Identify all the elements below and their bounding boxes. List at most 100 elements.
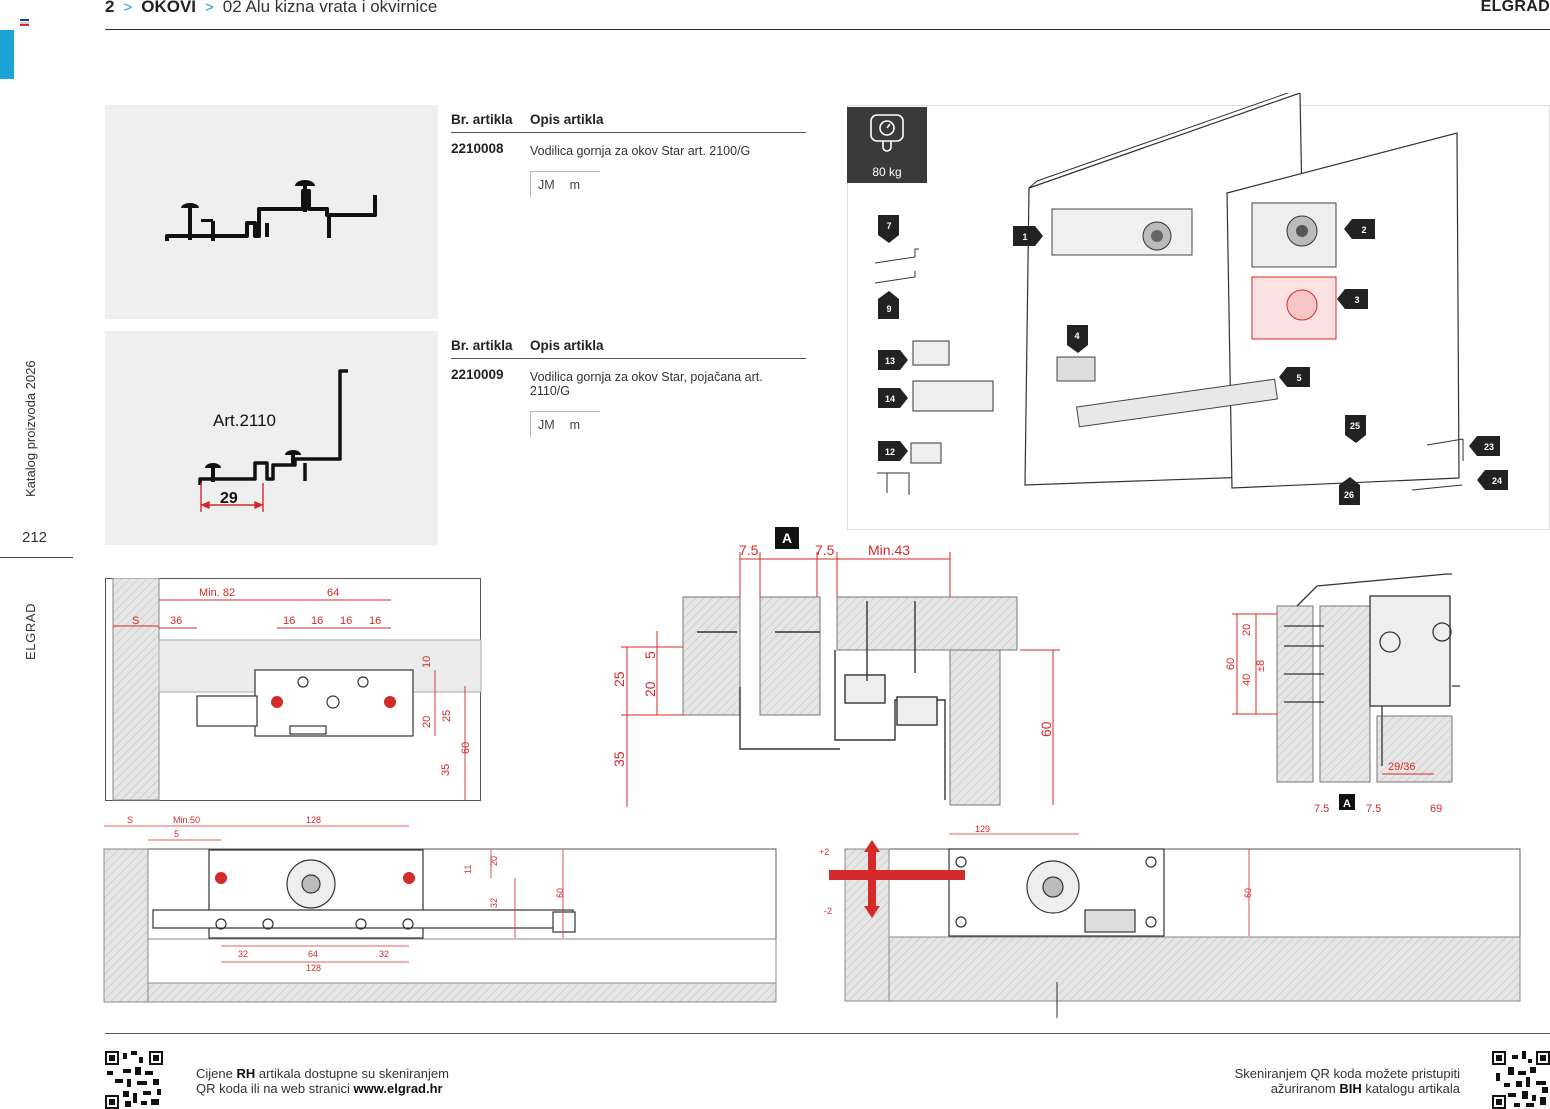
table-header: Br. artikla Opis artikla <box>451 338 806 359</box>
unit-box: JM m <box>530 171 600 198</box>
svg-text:7: 7 <box>886 221 891 231</box>
dim-60: 60 <box>1038 721 1054 737</box>
dim-129: 129 <box>975 824 990 834</box>
svg-text:9: 9 <box>886 304 891 314</box>
dim-10: 10 <box>421 656 433 668</box>
footer-divider <box>105 1033 1550 1034</box>
unit-value: m <box>569 418 581 432</box>
product-table-2210009: Br. artikla Opis artikla 2210009 Vodilic… <box>451 338 806 438</box>
website-link[interactable]: www.elgrad.hr <box>353 1081 443 1096</box>
adjust-down-value: -2 <box>824 906 832 916</box>
dim-60: 60 <box>1243 888 1253 898</box>
dim-16: 16 <box>283 615 295 627</box>
dim-min-50: Min.50 <box>173 815 200 825</box>
article-number: 2210009 <box>451 367 504 382</box>
reinforced-rail-profile-drawing: Art.2110 29 <box>198 369 348 512</box>
dim-69: 69 <box>1430 803 1442 815</box>
part-tag-1: 1 <box>1013 226 1043 246</box>
dim-128: 128 <box>306 815 321 825</box>
dim-32: 32 <box>238 949 248 959</box>
dim-offset-left: 7.5 <box>739 542 759 558</box>
flag-icon <box>20 19 29 26</box>
footer-catalog-note: Skeniranjem QR koda možete pristupiti až… <box>1216 1066 1460 1096</box>
dim-36: 36 <box>170 615 182 627</box>
dim-gap-range: 29/36 <box>1388 761 1416 773</box>
dim-60: 60 <box>1225 658 1237 670</box>
footer-text: Cijene <box>196 1066 237 1081</box>
unit-value: m <box>569 178 581 192</box>
small-components <box>874 248 1464 495</box>
col-description-header: Opis artikla <box>530 112 604 127</box>
unit-code: JM <box>538 178 555 192</box>
footer-country: RH <box>236 1066 256 1081</box>
part-tag-9: 9 <box>878 291 899 319</box>
dim-s: S <box>127 815 133 825</box>
dim-20: 20 <box>642 681 658 697</box>
dim-60: 60 <box>555 888 565 898</box>
carriage-plate <box>152 849 576 939</box>
footer-text: Skeniranjem QR koda možete pristupiti <box>1234 1066 1460 1081</box>
dim-35: 35 <box>440 764 452 776</box>
unit-code: JM <box>538 418 555 432</box>
svg-text:4: 4 <box>1074 331 1079 341</box>
breadcrumb: 2 > OKOVI > 02 Alu kizna vrata i okvirni… <box>105 0 437 17</box>
profile-width-dimension: 29 <box>220 490 238 507</box>
article-description: Vodilica gornja za okov Star art. 2100/G <box>530 144 751 158</box>
col-description-header: Opis artikla <box>530 338 604 353</box>
product-image-2210009: Art.2110 29 <box>105 331 438 545</box>
part-tag-25: 25 <box>1345 415 1366 443</box>
dim-11: 11 <box>463 865 473 874</box>
roller-carriage-2 <box>1251 202 1337 268</box>
part-tag-14: 14 <box>878 388 908 408</box>
dim-5: 5 <box>642 651 658 659</box>
breadcrumb-section[interactable]: OKOVI <box>141 0 197 16</box>
part-tag-2: 2 <box>1344 219 1375 239</box>
table-header: Br. artikla Opis artikla <box>451 112 806 133</box>
dim-20: 20 <box>1241 624 1253 636</box>
chapter-accent-bar <box>0 30 14 79</box>
footer-text: QR koda ili na web stranici <box>196 1081 354 1096</box>
breadcrumb-chapter-number[interactable]: 2 <box>105 0 115 16</box>
soft-close-damper <box>1056 356 1278 428</box>
dim-35: 35 <box>611 751 627 767</box>
product-image-2210008 <box>105 105 438 319</box>
dim-64: 64 <box>327 587 339 599</box>
svg-text:25: 25 <box>1350 421 1360 431</box>
chevron-right-icon: > <box>205 0 214 16</box>
dim-16: 16 <box>340 615 352 627</box>
footer-country: BIH <box>1339 1081 1362 1096</box>
svg-text:12: 12 <box>885 447 895 457</box>
dim-40: 40 <box>1241 674 1253 686</box>
weight-scale-icon <box>870 114 904 152</box>
dim-32: 32 <box>379 949 389 959</box>
load-capacity-badge <box>847 107 927 183</box>
part-tag-13: 13 <box>878 350 908 370</box>
part-tag-7: 7 <box>878 215 899 243</box>
dim-25: 25 <box>441 710 453 722</box>
part-tag-4: 4 <box>1067 325 1088 353</box>
dim-60: 60 <box>460 742 472 754</box>
footer-prices-note: Cijene RH artikala dostupne su skeniranj… <box>196 1066 449 1096</box>
section-marker-a: A <box>1339 794 1355 810</box>
dim-tolerance: ±8 <box>1255 660 1267 672</box>
header-brand: ELGRAD <box>1480 0 1550 15</box>
dim-20: 20 <box>489 856 499 866</box>
dim-32: 32 <box>489 898 499 908</box>
svg-text:A: A <box>782 530 792 546</box>
section-marker-a: A <box>775 527 799 549</box>
exploded-assembly-drawing: 80 kg <box>847 93 1550 531</box>
dim-7-5-right: 7.5 <box>1366 803 1381 815</box>
dim-25: 25 <box>611 671 627 687</box>
qr-code-prices[interactable] <box>105 1051 163 1109</box>
profile-article-label: Art.2110 <box>213 411 276 430</box>
svg-text:A: A <box>1343 798 1351 810</box>
breadcrumb-subsection[interactable]: 02 Alu kizna vrata i okvirnice <box>222 0 438 16</box>
footer-text: artikala dostupne su skeniranjem <box>255 1066 449 1081</box>
mounting-hole-marker <box>215 872 227 884</box>
product-table-2210008: Br. artikla Opis artikla 2210008 Vodilic… <box>451 112 806 198</box>
bottom-right-plan-drawing: 129 +2 -2 60 <box>815 822 1525 1020</box>
height-adjust-arrow <box>829 840 965 918</box>
dim-s: S <box>132 615 139 627</box>
col-article-header: Br. artikla <box>451 112 513 127</box>
qr-code-catalog[interactable] <box>1492 1051 1550 1109</box>
